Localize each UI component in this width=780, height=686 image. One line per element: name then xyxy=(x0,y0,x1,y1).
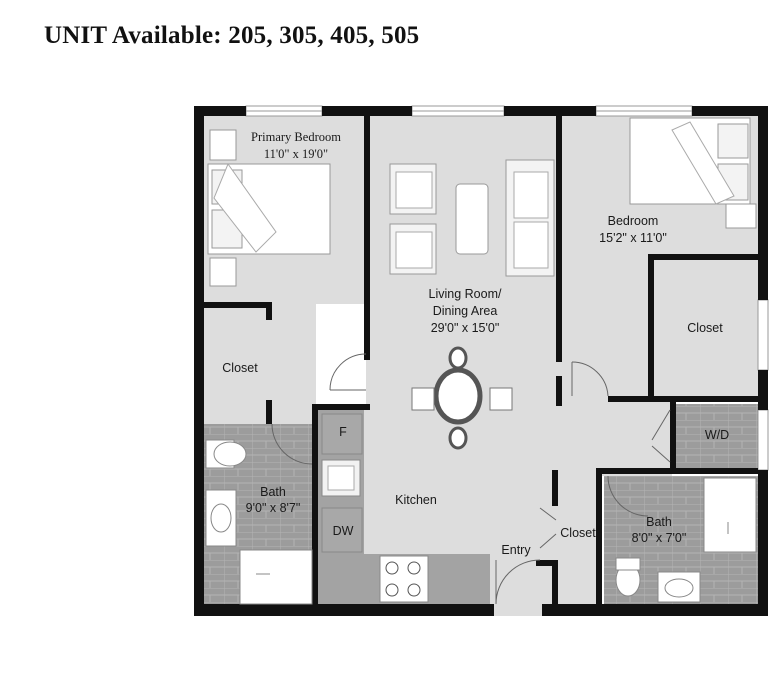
bath-right-size: 8'0" x 7'0" xyxy=(632,531,687,545)
closet-left-label: Closet xyxy=(222,361,258,375)
bath-left-name: Bath xyxy=(260,485,286,499)
primary-bed xyxy=(207,129,331,287)
bath-left-size: 9'0" x 8'7" xyxy=(246,501,301,515)
cooktop xyxy=(379,555,429,603)
fridge xyxy=(321,413,363,455)
closet-right-label: Closet xyxy=(687,321,723,335)
primary-bedroom-name: Primary Bedroom xyxy=(251,130,341,144)
living-name-line1: Living Room/ xyxy=(429,287,502,301)
closet-entry-label: Closet xyxy=(560,526,596,540)
walls xyxy=(194,106,768,616)
primary-bedroom-size: 11'0" x 19'0" xyxy=(264,147,328,161)
bath-right-name: Bath xyxy=(646,515,672,529)
doors xyxy=(271,353,671,605)
bedroom-size: 15'2" x 11'0" xyxy=(599,231,667,245)
kitchen-label: Kitchen xyxy=(395,493,437,507)
wd-label: W/D xyxy=(705,428,729,442)
wd-tile xyxy=(676,404,758,470)
living-size: 29'0" x 15'0" xyxy=(431,321,500,335)
entry-label: Entry xyxy=(501,543,531,557)
dishwasher xyxy=(321,507,363,553)
living-name-line2: Dining Area xyxy=(433,304,498,318)
living-furniture xyxy=(389,159,555,277)
bedroom-bed xyxy=(629,117,757,229)
dining-table xyxy=(411,346,513,450)
fridge-label: F xyxy=(339,425,347,439)
dishwasher-label: DW xyxy=(333,524,354,538)
bath-left-fixtures xyxy=(205,439,313,605)
bedroom-name: Bedroom xyxy=(608,214,659,228)
page-title: UNIT Available: 205, 305, 405, 505 xyxy=(44,22,420,49)
bath-right-fixtures xyxy=(615,477,757,603)
